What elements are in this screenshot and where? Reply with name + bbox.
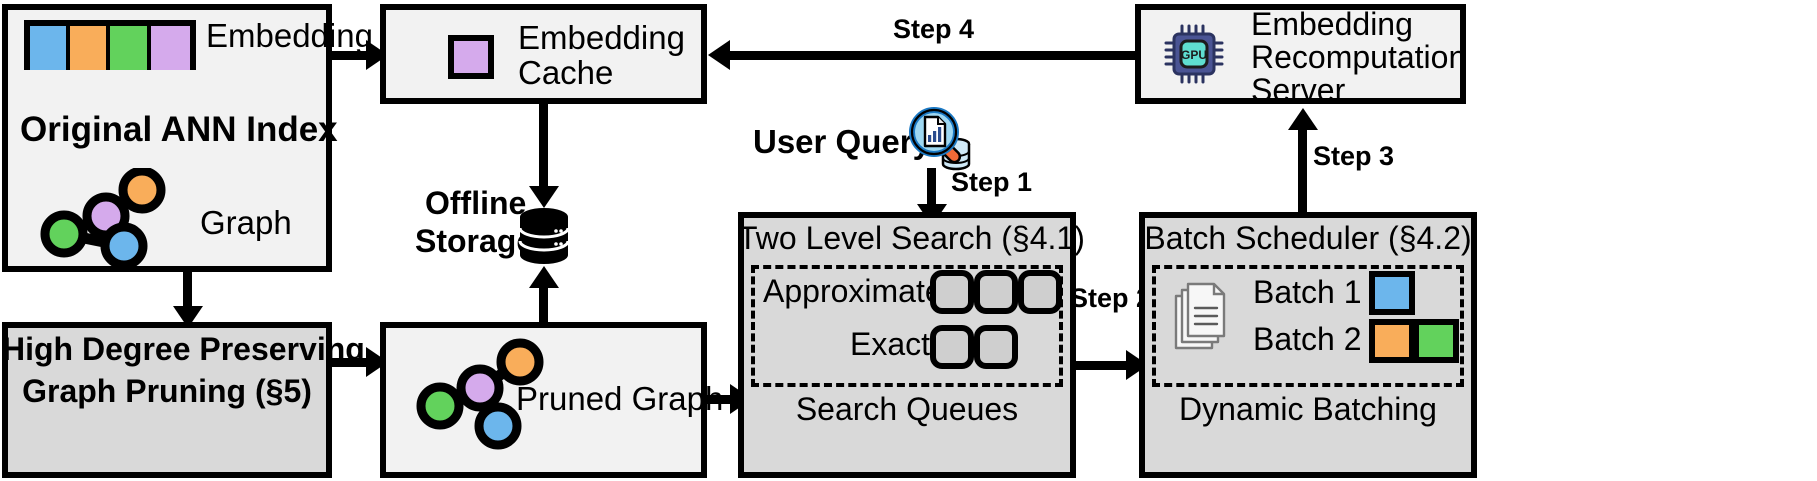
batch-2-item-green <box>1413 319 1459 363</box>
arrow-pruned-to-search-shaft <box>707 395 737 404</box>
batch-2-item-orange <box>1369 319 1415 363</box>
approximate-label: Approximate <box>763 273 943 309</box>
arrow-step3-shaft <box>1298 130 1307 212</box>
graph-pruning-line1: High Degree Preserving <box>2 331 365 367</box>
database-icon <box>516 206 572 264</box>
query-search-icon <box>903 104 975 178</box>
arrow-cache-to-storage-head <box>529 186 559 208</box>
arrow-index-to-pruning-shaft <box>183 272 192 310</box>
documents-icon <box>1173 282 1235 356</box>
arrow-step2-shaft <box>1076 361 1134 370</box>
approximate-chip-3 <box>1018 270 1062 314</box>
embedding-cell-purple <box>150 26 190 70</box>
embedding-cell-orange <box>70 26 111 70</box>
offline-storage-line1: Offline <box>425 185 527 221</box>
graph-label: Graph <box>200 204 292 241</box>
two-level-search-box <box>738 212 1076 478</box>
arrow-step3-head <box>1288 108 1318 130</box>
search-queues-footer: Search Queues <box>795 391 1019 427</box>
batch-1-item-blue <box>1369 271 1415 315</box>
dynamic-batching-footer: Dynamic Batching <box>1179 391 1437 427</box>
approximate-chip-2 <box>974 270 1018 314</box>
gpu-chip-icon: GPU <box>1164 24 1226 84</box>
arrow-pruned-to-storage-shaft <box>539 288 548 322</box>
embedding-cache-swatch <box>448 35 494 79</box>
recomputation-server-line1: Embedding <box>1251 6 1413 42</box>
embedding-cache-line2: Cache <box>518 54 614 91</box>
arrow-pruned-to-storage-head <box>529 266 559 288</box>
exact-chip-2 <box>974 325 1018 369</box>
batch-scheduler-title: Batch Scheduler (§4.2) <box>1144 220 1472 256</box>
embedding-cache-line1: Embedding <box>518 19 685 56</box>
arrow-index-to-cache-shaft <box>332 51 370 60</box>
search-queues-dashed-region <box>751 265 1063 387</box>
arrow-step4-shaft <box>730 51 1136 60</box>
embedding-label: Embedding <box>206 17 373 54</box>
recomputation-server-line3: Server <box>1251 72 1346 108</box>
arrow-step4-head <box>708 40 730 70</box>
arrow-cache-to-storage-shaft <box>539 104 548 192</box>
pruned-graph-icon <box>412 338 552 450</box>
exact-label: Exact <box>850 326 931 362</box>
embedding-cell-green <box>110 26 151 70</box>
pruned-graph-label: Pruned Graph <box>516 380 724 417</box>
ann-index-graph-icon <box>38 168 178 268</box>
recomputation-server-line2: Recomputation <box>1251 39 1467 75</box>
step4-label: Step 4 <box>893 14 975 44</box>
gpu-icon-text: GPU <box>1181 48 1207 62</box>
batch-2-label: Batch 2 <box>1253 321 1362 357</box>
graph-pruning-box <box>2 322 332 478</box>
exact-chip-1 <box>930 325 974 369</box>
arrow-pruning-to-pruned-shaft <box>332 358 370 367</box>
step3-label: Step 3 <box>1313 141 1395 171</box>
graph-pruning-line2: Graph Pruning (§5) <box>22 373 312 409</box>
approximate-chip-1 <box>930 270 974 314</box>
batch-1-label: Batch 1 <box>1253 274 1362 310</box>
step1-label: Step 1 <box>951 167 1033 197</box>
recomputation-server-box <box>1135 4 1466 104</box>
embedding-strip <box>24 20 196 70</box>
embedding-cache-box <box>380 4 707 104</box>
two-level-search-title: Two Level Search (§4.1) <box>738 220 1085 256</box>
offline-storage-line2: Storage <box>415 223 535 259</box>
original-ann-index-title: Original ANN Index <box>20 110 338 149</box>
arrow-step1-shaft <box>927 168 936 210</box>
dynamic-batching-dashed-region <box>1152 265 1464 387</box>
embedding-cell-blue <box>30 26 71 70</box>
